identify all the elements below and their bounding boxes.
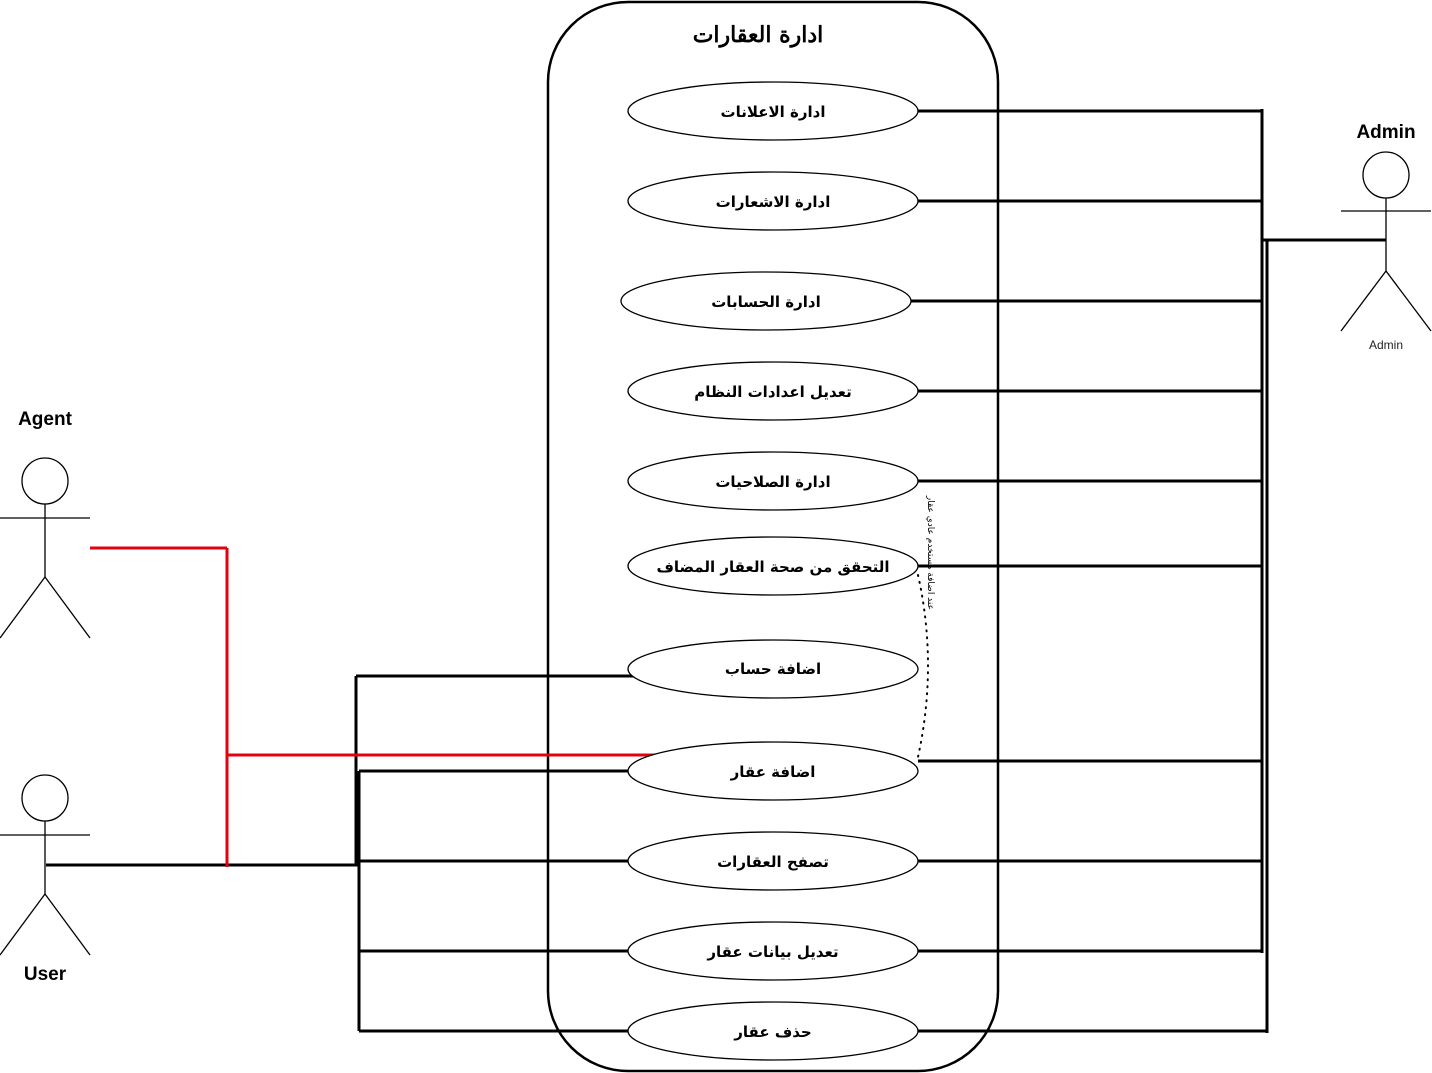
extend-note: عند اضافة مستخدم عادي عقار — [925, 495, 935, 610]
user-associations — [46, 674, 634, 1033]
use-case-label: اضافة عقار — [730, 763, 816, 781]
use-case-manage-permissions[interactable]: ادارة الصلاحيات — [627, 451, 919, 511]
actor-head-icon — [1362, 151, 1410, 199]
actor-agent[interactable] — [0, 457, 91, 639]
use-case-system-settings[interactable]: تعديل اعدادات النظام — [627, 361, 919, 421]
use-case-edit-property[interactable]: تعديل بيانات عقار — [627, 921, 919, 981]
verify-extend-link — [917, 574, 929, 758]
use-case-label: حذف عقار — [733, 1023, 811, 1041]
use-case-label: ادارة الحسابات — [711, 293, 821, 311]
use-case-label: ادارة الاعلانات — [721, 103, 826, 121]
admin-associations — [911, 109, 1386, 1033]
agent-associations — [90, 546, 660, 867]
use-case-browse-properties[interactable]: تصفح العقارات — [627, 831, 919, 891]
actor-admin[interactable] — [1340, 151, 1432, 332]
use-case-label: ادارة الاشعارات — [716, 193, 831, 211]
actor-head-icon — [21, 457, 69, 505]
use-case-label: تعديل اعدادات النظام — [694, 383, 851, 401]
use-case-delete-property[interactable]: حذف عقار — [627, 1001, 919, 1061]
use-case-add-account[interactable]: اضافة حساب — [627, 639, 919, 699]
use-case-label: اضافة حساب — [725, 660, 821, 678]
use-case-manage-accounts[interactable]: ادارة الحسابات — [620, 271, 912, 331]
actor-admin-caption: Admin — [1369, 338, 1403, 352]
use-case-manage-ads[interactable]: ادارة الاعلانات — [627, 81, 919, 141]
system-title: ادارة العقارات — [693, 22, 824, 48]
use-case-label: تصفح العقارات — [717, 853, 829, 871]
actor-user[interactable] — [0, 774, 91, 956]
use-case-label: التحقق من صحة العقار المضاف — [656, 558, 889, 576]
use-case-add-property[interactable]: اضافة عقار — [627, 741, 919, 801]
use-case-label: ادارة الصلاحيات — [715, 473, 830, 491]
actor-head-icon — [21, 774, 69, 822]
actor-admin-name: Admin — [1356, 122, 1415, 143]
use-case-manage-notifications[interactable]: ادارة الاشعارات — [627, 171, 919, 231]
actor-agent-name: Agent — [18, 409, 73, 430]
system-boundary — [546, 0, 1000, 1073]
use-case-verify-property[interactable]: التحقق من صحة العقار المضاف — [627, 536, 919, 596]
use-case-label: تعديل بيانات عقار — [706, 943, 838, 961]
actor-user-name: User — [24, 964, 67, 985]
